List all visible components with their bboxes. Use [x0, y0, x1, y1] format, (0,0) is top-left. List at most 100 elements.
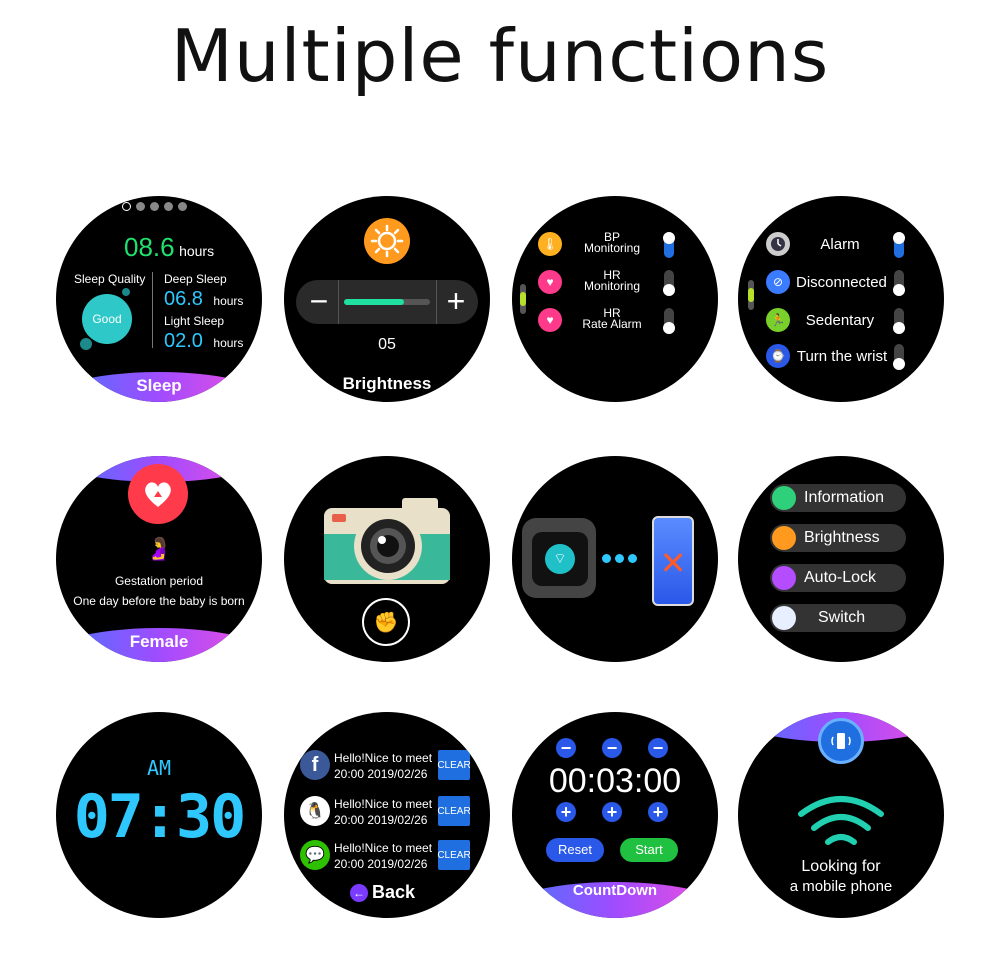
- countdown-watch: − − − 00:03:00 + + + Reset Start CountDo…: [512, 712, 718, 918]
- deep-sleep-label: Deep Sleep: [164, 272, 227, 286]
- messages-watch: f Hello!Nice to meet 20:00 2019/02/26 CL…: [284, 712, 490, 918]
- brightness-plus-button[interactable]: +: [446, 283, 466, 319]
- clear-button[interactable]: CLEAR: [437, 796, 471, 826]
- back-button[interactable]: ← Back: [350, 882, 415, 903]
- scroll-indicator: [748, 280, 754, 310]
- monitor-item-line2: Monitoring: [583, 279, 641, 293]
- message-icon: [772, 486, 796, 510]
- monitoring-watch: 🌡 BP Monitoring ♥ HR Monitoring ♥ HR Rat…: [512, 196, 718, 402]
- find-phone-line1: Looking for: [801, 858, 881, 875]
- menu-item-brightness[interactable]: Brightness: [770, 524, 906, 552]
- sedentary-toggle[interactable]: [893, 308, 905, 334]
- female-band: [56, 628, 262, 662]
- camera-watch: ✊: [284, 456, 490, 662]
- countdown-band-label: CountDown: [572, 882, 658, 899]
- heart-alarm-icon: ♥: [538, 308, 562, 332]
- monitor-item-line1: HR: [603, 268, 621, 282]
- gestation-label: Gestation period: [114, 574, 204, 588]
- deep-sleep-unit: hours: [213, 294, 244, 308]
- alert-label: Sedentary: [805, 312, 875, 329]
- alarm-clock-icon: [766, 232, 790, 256]
- female-heart-icon: [128, 464, 188, 524]
- minutes-plus-button[interactable]: +: [602, 802, 622, 822]
- light-sleep-label: Light Sleep: [164, 314, 225, 328]
- thermometer-icon: 🌡: [538, 232, 562, 256]
- female-watch: 🤰 Gestation period One day before the ba…: [56, 456, 262, 662]
- turn-wrist-icon: ⌚: [766, 344, 790, 368]
- start-button[interactable]: Start: [620, 838, 678, 862]
- female-band-label: Female: [129, 632, 189, 651]
- wifi-signal-icon: [796, 792, 886, 857]
- menu-item-label: Information: [804, 489, 885, 506]
- sleep-hours-value: 08.6: [124, 232, 175, 262]
- clock-ampm: AM: [146, 756, 172, 780]
- message-time: 20:00 2019/02/26: [334, 767, 428, 781]
- brightness-minus-button[interactable]: −: [309, 283, 329, 319]
- bp-monitoring-toggle[interactable]: [663, 232, 675, 258]
- disconnected-icon: ⊘: [766, 270, 790, 294]
- vibrating-phone-icon: [818, 718, 864, 764]
- sun-icon: [772, 526, 796, 550]
- back-label: Back: [372, 882, 416, 902]
- brightness-slider[interactable]: [344, 299, 430, 305]
- brightness-value: 05: [378, 336, 396, 353]
- menu-watch: Information Brightness Auto-Lock Switch: [738, 456, 944, 662]
- page-title: Multiple functions: [170, 14, 830, 98]
- hours-minus-button[interactable]: −: [556, 738, 576, 758]
- hr-monitoring-toggle[interactable]: [663, 270, 675, 296]
- brightness-control: − +: [296, 280, 478, 324]
- phone-icon: ✕: [652, 516, 694, 606]
- message-time: 20:00 2019/02/26: [334, 813, 428, 827]
- wechat-icon: 💬: [300, 840, 330, 870]
- turn-wrist-toggle[interactable]: [893, 344, 905, 370]
- qq-icon: 🐧: [300, 796, 330, 826]
- camera-icon: [322, 496, 452, 591]
- seconds-minus-button[interactable]: −: [648, 738, 668, 758]
- alerts-watch: Alarm ⊘ Disconnected 🏃 Sedentary ⌚ Turn …: [738, 196, 944, 402]
- seconds-plus-button[interactable]: +: [648, 802, 668, 822]
- monitor-item-line2: Monitoring: [583, 241, 641, 255]
- heart-icon: ♥: [538, 270, 562, 294]
- hours-plus-button[interactable]: +: [556, 802, 576, 822]
- monitor-item-line1: BP: [603, 230, 620, 244]
- message-time: 20:00 2019/02/26: [334, 857, 428, 871]
- reset-button[interactable]: Reset: [546, 838, 604, 862]
- switch-icon: [772, 606, 796, 630]
- minutes-minus-button[interactable]: −: [602, 738, 622, 758]
- quality-bubble: Good: [82, 294, 132, 344]
- page-dots: [122, 202, 202, 212]
- bubble-dot: [122, 288, 130, 296]
- deep-sleep-value: 06.8: [164, 288, 203, 310]
- clock-watch: AM 07:30: [56, 712, 262, 918]
- menu-item-label: Switch: [818, 609, 866, 626]
- menu-item-auto-lock[interactable]: Auto-Lock: [770, 564, 906, 592]
- sleep-band-label: Sleep: [136, 376, 182, 395]
- find-phone-watch: Looking for a mobile phone: [738, 712, 944, 918]
- bubble-dot: [80, 338, 92, 350]
- sedentary-icon: 🏃: [766, 308, 790, 332]
- alarm-toggle[interactable]: [893, 232, 905, 258]
- message-text: Hello!Nice to meet: [334, 841, 433, 855]
- light-sleep-value: 02.0: [164, 330, 203, 352]
- menu-item-information[interactable]: Information: [770, 484, 906, 512]
- lock-icon: [772, 566, 796, 590]
- countdown-time: 00:03:00: [548, 762, 682, 800]
- shake-hand-icon[interactable]: ✊: [362, 598, 410, 646]
- sleep-watch: 08.6 hours Sleep Quality Good Deep Sleep…: [56, 196, 262, 402]
- brightness-watch: − + 05 Brightness: [284, 196, 490, 402]
- clear-button[interactable]: CLEAR: [437, 840, 471, 870]
- clear-button[interactable]: CLEAR: [437, 750, 471, 780]
- find-phone-line2: a mobile phone: [789, 878, 893, 895]
- menu-item-switch[interactable]: Switch: [770, 604, 906, 632]
- monitor-item-line1: HR: [603, 306, 621, 320]
- disconnected-toggle[interactable]: [893, 270, 905, 296]
- facebook-icon: f: [300, 750, 330, 780]
- hr-rate-alarm-toggle[interactable]: [663, 308, 675, 334]
- menu-item-label: Brightness: [804, 529, 880, 546]
- monitor-item-line2: Rate Alarm: [582, 317, 642, 331]
- divider: [152, 272, 153, 348]
- menu-item-label: Auto-Lock: [804, 569, 877, 586]
- alert-label: Turn the wrist: [796, 348, 888, 365]
- alert-label: Disconnected: [796, 274, 887, 291]
- alert-label: Alarm: [820, 236, 860, 253]
